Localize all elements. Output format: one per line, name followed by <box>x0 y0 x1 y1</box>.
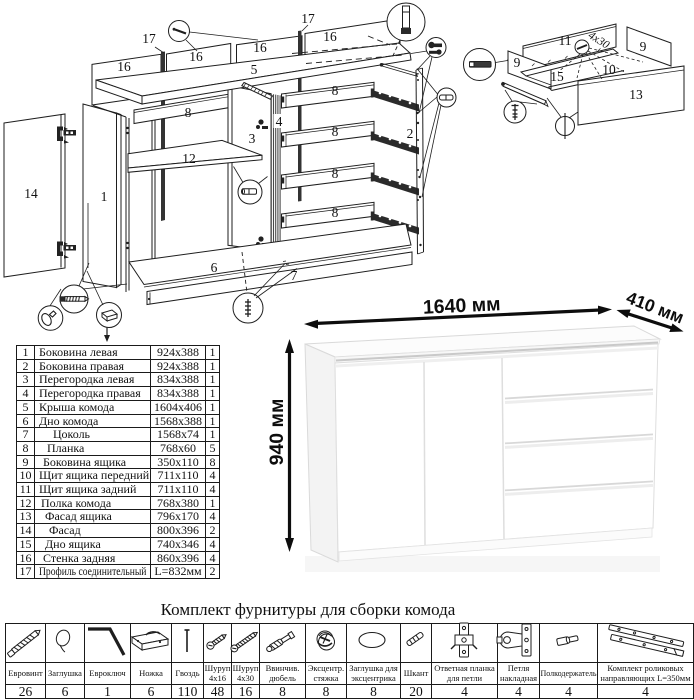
svg-text:9: 9 <box>514 55 521 70</box>
svg-text:9: 9 <box>640 39 647 54</box>
svg-text:10: 10 <box>602 62 616 77</box>
svg-text:13: 13 <box>629 87 643 102</box>
svg-text:16: 16 <box>189 49 203 64</box>
svg-text:17: 17 <box>142 31 156 46</box>
svg-text:1: 1 <box>101 189 108 204</box>
svg-text:15: 15 <box>550 69 564 84</box>
svg-text:6: 6 <box>211 260 218 275</box>
svg-text:16: 16 <box>323 29 337 44</box>
svg-text:16: 16 <box>117 59 131 74</box>
svg-text:4: 4 <box>276 114 283 129</box>
svg-text:14: 14 <box>24 186 38 201</box>
svg-text:8: 8 <box>332 83 339 98</box>
svg-text:16: 16 <box>253 40 267 55</box>
svg-text:8: 8 <box>332 166 339 181</box>
svg-text:8: 8 <box>332 205 339 220</box>
svg-text:17: 17 <box>301 11 315 26</box>
svg-text:11: 11 <box>559 33 572 48</box>
svg-text:8: 8 <box>332 124 339 139</box>
svg-text:2: 2 <box>407 126 414 141</box>
svg-text:8: 8 <box>185 105 192 120</box>
svg-text:940 мм: 940 мм <box>266 399 288 466</box>
svg-text:7: 7 <box>291 268 298 283</box>
svg-text:12: 12 <box>182 151 196 166</box>
svg-text:5: 5 <box>251 62 258 77</box>
svg-text:3: 3 <box>249 131 256 146</box>
svg-text:1640 мм: 1640 мм <box>422 293 501 319</box>
